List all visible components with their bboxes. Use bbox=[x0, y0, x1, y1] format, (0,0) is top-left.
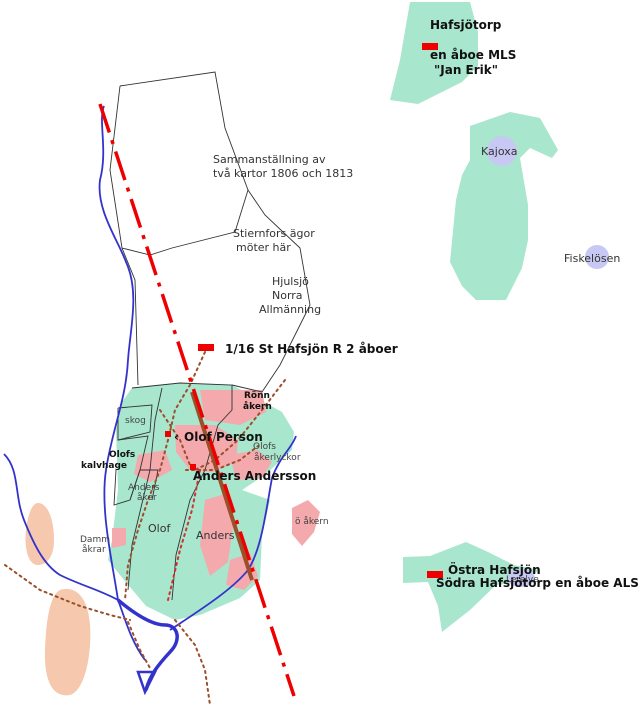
brown-road-segment bbox=[190, 391, 254, 581]
path-anders-red bbox=[167, 469, 201, 601]
label-sammanstallning-1: Sammanställning av bbox=[213, 153, 326, 166]
lakes bbox=[487, 136, 609, 587]
label-kajoxa: Kajoxa bbox=[481, 145, 517, 158]
olof-person-marker bbox=[165, 431, 171, 437]
label-anders-aker-2: åker bbox=[137, 492, 157, 503]
label-o-akern: ö åkern bbox=[295, 516, 329, 527]
rivers bbox=[3, 105, 297, 696]
label-st-hafsjon: 1/16 St Hafsjön R 2 åboer bbox=[225, 342, 398, 356]
path-north bbox=[124, 351, 206, 601]
anders-aker-parcel bbox=[129, 469, 159, 501]
skog-parcel bbox=[117, 404, 153, 441]
st-hafsjon-marker bbox=[198, 344, 214, 351]
label-olof-person: Olof Person bbox=[184, 430, 263, 444]
boundary-upper-map bbox=[109, 71, 249, 256]
hafsjotorp-land bbox=[390, 2, 478, 104]
land-areas bbox=[108, 2, 558, 632]
boundary-left bbox=[121, 247, 139, 386]
label-sammanstallning-2: två kartor 1806 och 1813 bbox=[213, 167, 353, 180]
ostra-hafsjon-marker bbox=[427, 571, 443, 578]
label-hjulsjo-1: Hjulsjö bbox=[272, 275, 309, 288]
path-central bbox=[159, 409, 193, 471]
path-south bbox=[174, 619, 211, 706]
label-stiernfors-1: Stiernfors ägor bbox=[233, 227, 315, 240]
label-ostra-hafsjon: Östra Hafsjön bbox=[448, 562, 541, 577]
label-skog: skog bbox=[125, 416, 146, 426]
label-damm-1: Damm bbox=[80, 535, 110, 545]
lerelve-lake bbox=[507, 569, 535, 587]
kajoxa-lake bbox=[487, 136, 517, 166]
label-lerelve: Lerelve bbox=[506, 575, 539, 585]
label-damm-2: åkrar bbox=[82, 544, 106, 555]
river-outlet bbox=[116, 598, 179, 691]
map-boundaries bbox=[109, 71, 311, 601]
river-mouth bbox=[136, 670, 158, 696]
label-hjulsjo-3: Allmänning bbox=[259, 303, 321, 316]
label-anders: Anders bbox=[196, 529, 235, 542]
label-aboe-mls-1: en åboe MLS bbox=[430, 48, 516, 62]
label-olof: Olof bbox=[148, 522, 171, 535]
field-damm bbox=[112, 528, 126, 548]
field-center bbox=[175, 425, 238, 472]
river-west bbox=[3, 453, 119, 601]
fiskelosen-lake bbox=[585, 245, 609, 269]
marsh-upper bbox=[25, 503, 54, 565]
markers bbox=[165, 43, 443, 578]
label-olof-person-arrow: ‹ bbox=[174, 430, 179, 444]
anders-andersson-marker bbox=[190, 464, 196, 470]
label-hafsjotorp: Hafsjötorp bbox=[430, 18, 502, 32]
path-northeast bbox=[194, 379, 286, 471]
path-southwest bbox=[127, 621, 151, 669]
river-main bbox=[98, 105, 146, 661]
marsh-areas bbox=[25, 503, 91, 696]
label-olofs-akerlyckor-1: Olofs bbox=[253, 442, 276, 452]
label-stiernfors-2: möter här bbox=[236, 241, 291, 254]
marsh-lower bbox=[44, 589, 91, 696]
parish-boundary bbox=[98, 103, 296, 697]
field-anders-lower bbox=[226, 553, 258, 590]
label-anders-andersson: Anders Andersson bbox=[193, 469, 316, 483]
label-aboe-mls-2: "Jan Erik" bbox=[434, 63, 498, 77]
labels: Hafsjötorp en åboe MLS "Jan Erik" Kajoxa… bbox=[80, 18, 639, 590]
field-right bbox=[230, 450, 272, 480]
paths bbox=[4, 351, 286, 706]
farm-subdivision bbox=[131, 382, 233, 601]
path-west bbox=[4, 564, 131, 621]
label-sodra-hafsjotorp: Södra Hafsjötorp en åboe ALS bbox=[436, 576, 639, 590]
label-anders-aker-1: Anders bbox=[128, 483, 160, 493]
label-ronn-2: åkern bbox=[243, 401, 272, 412]
label-olofs-kalvhage-2: kalvhage bbox=[81, 461, 127, 471]
field-olof-lower bbox=[200, 494, 234, 576]
label-hjulsjo-2: Norra bbox=[272, 289, 303, 302]
boundary-hjulsjo bbox=[231, 189, 311, 393]
kajoxa-land bbox=[450, 112, 558, 300]
field-o-akern bbox=[292, 500, 320, 546]
ostra-hafsjon-land bbox=[403, 542, 540, 632]
field-ronnakern bbox=[200, 390, 266, 425]
river-east bbox=[169, 435, 297, 631]
label-olofs-akerlyckor-2: åkerlyckor bbox=[254, 452, 301, 463]
hafsjotorp-marker bbox=[422, 43, 438, 50]
label-olofs-kalvhage-1: Olofs bbox=[109, 450, 135, 460]
label-ronn-1: Rönn bbox=[244, 391, 270, 401]
label-fiskelosen: Fiskelösen bbox=[564, 252, 620, 265]
